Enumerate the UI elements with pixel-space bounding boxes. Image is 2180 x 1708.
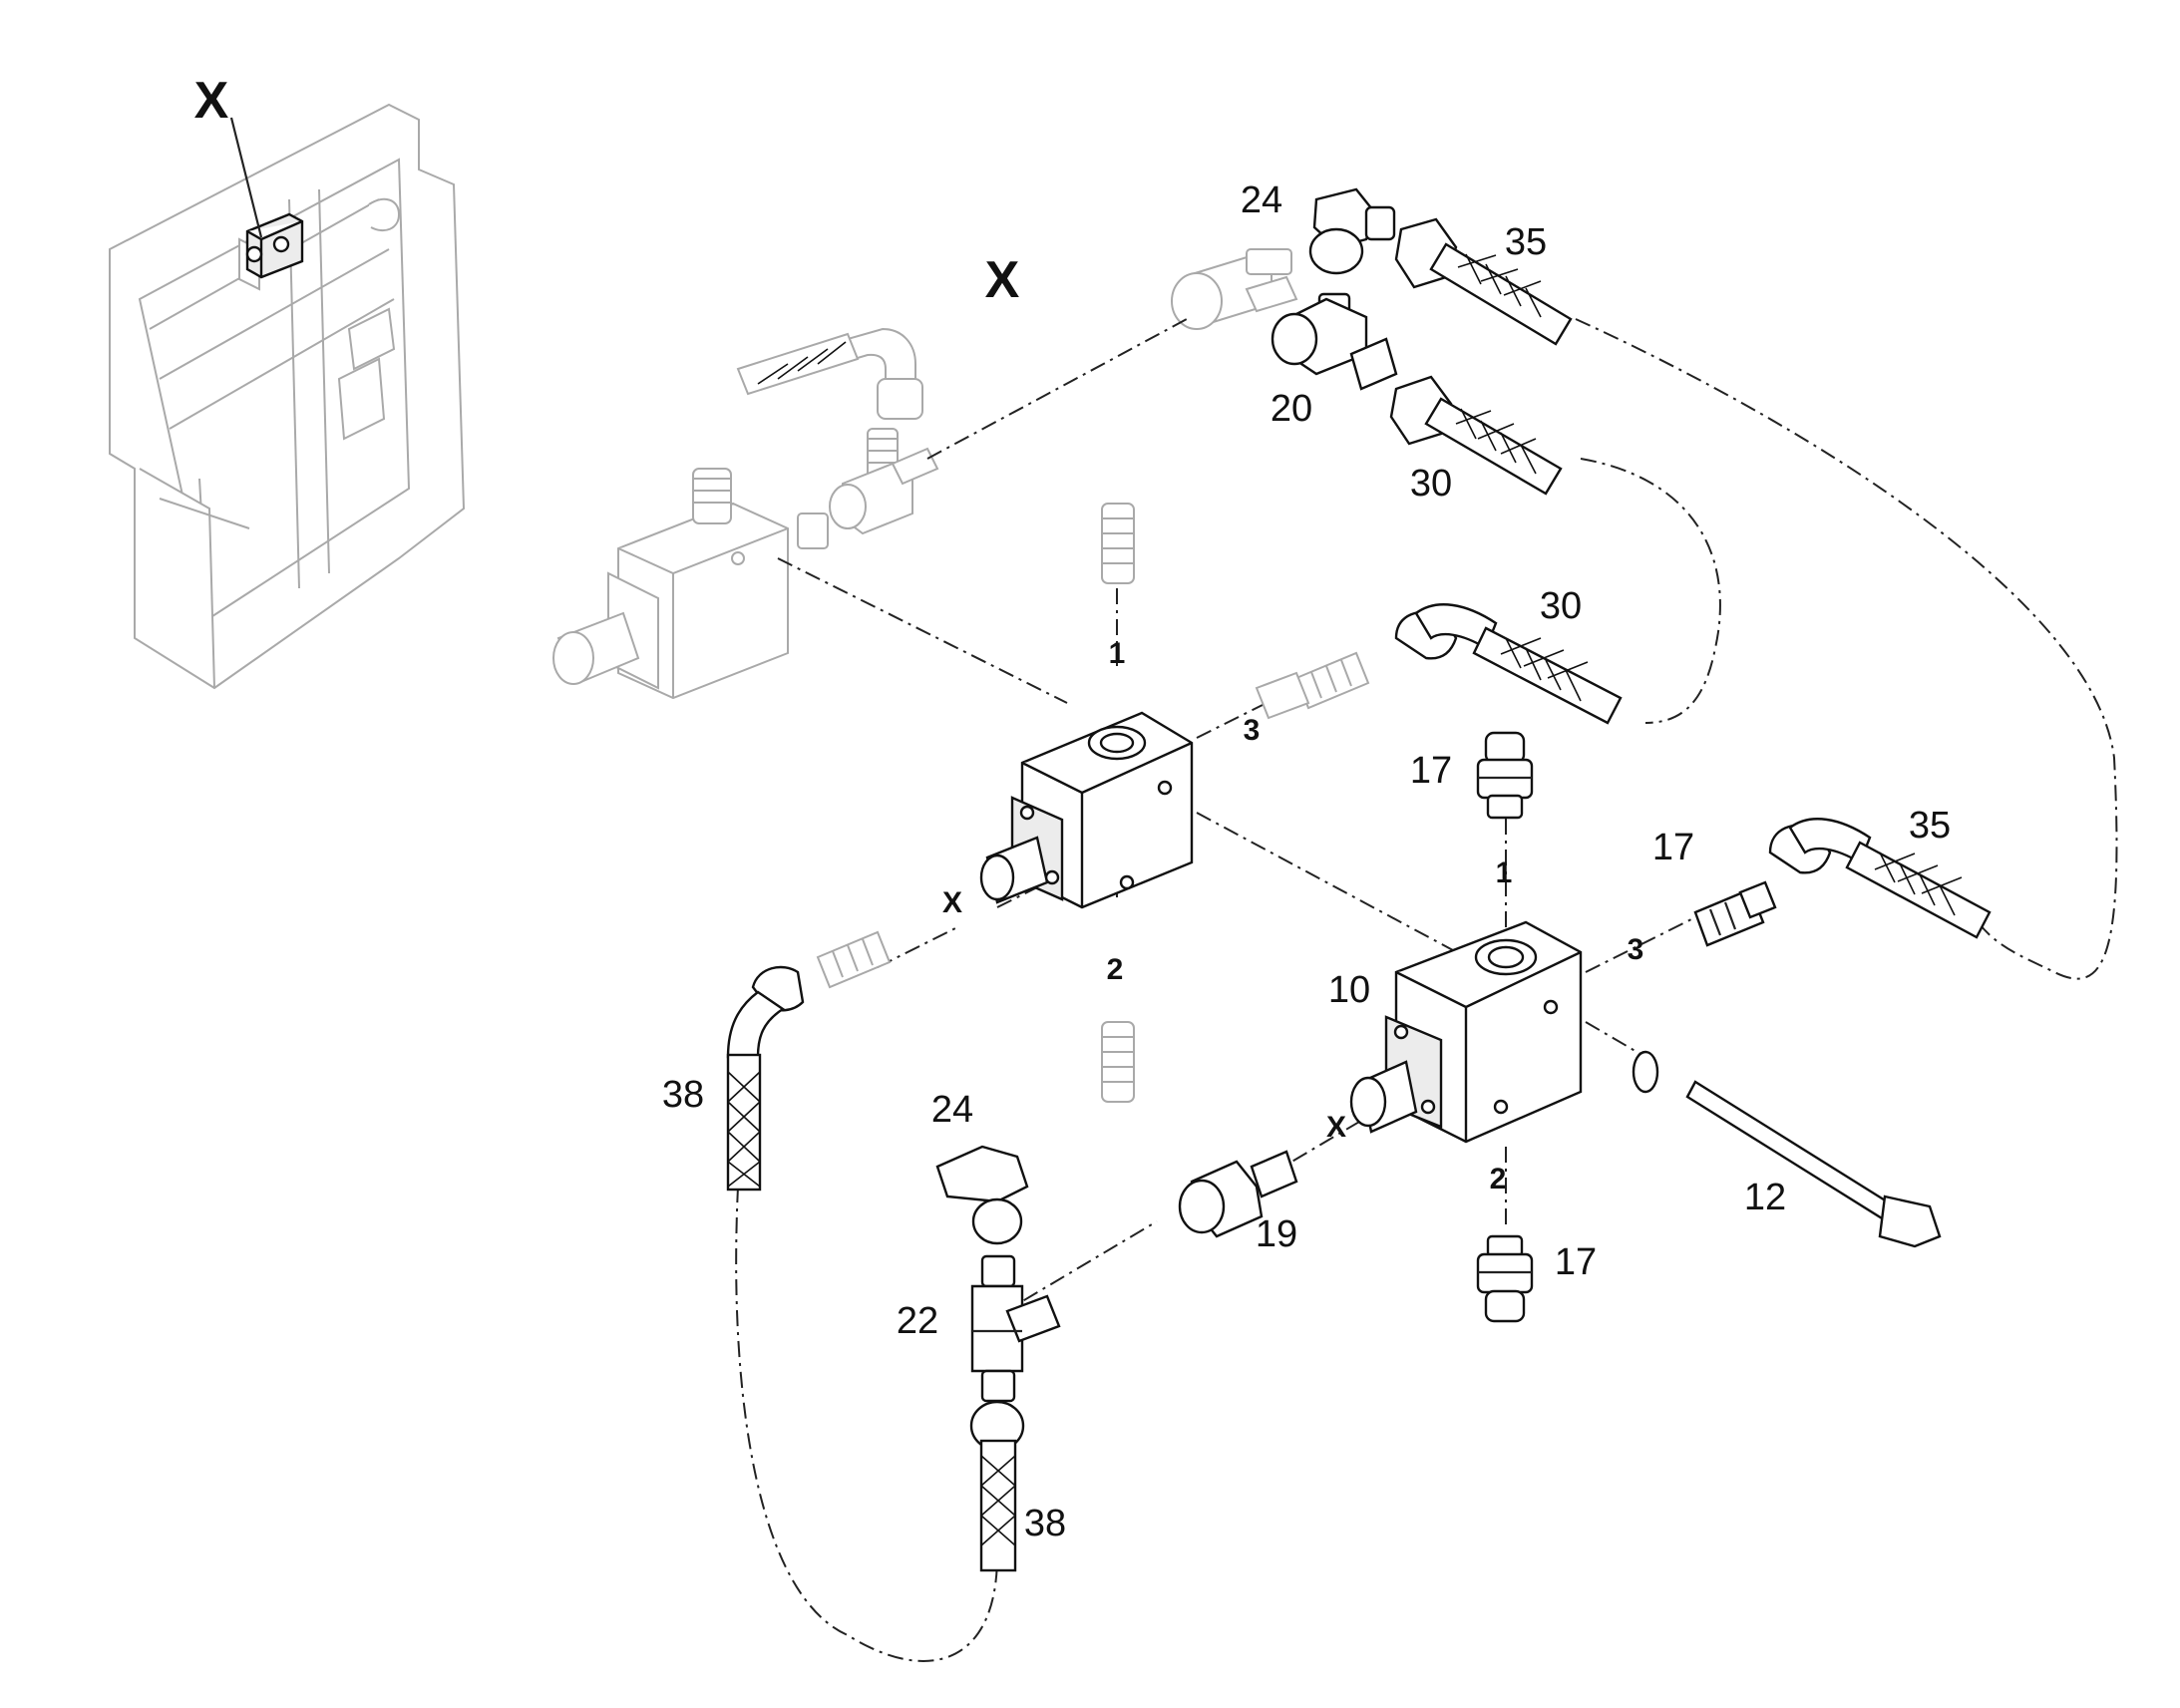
- hose-part-35-right: [1768, 818, 1992, 939]
- part-label-24-top: 24: [1241, 179, 1282, 221]
- elbow-fitting-part-24-bottom: [935, 1145, 1029, 1245]
- port-label-x-right: X: [1326, 1111, 1346, 1144]
- port-label-1-right: 1: [1496, 856, 1513, 889]
- part-label-20: 20: [1271, 388, 1312, 430]
- marked-valve-location-icon: [245, 212, 304, 279]
- part-label-30-top: 30: [1410, 463, 1452, 505]
- hose-part-30-top: [1389, 375, 1563, 496]
- port-label-3-right: 3: [1628, 933, 1644, 966]
- nipple-fitting-mid-bottom: [1101, 1021, 1135, 1103]
- port-label-3-middle: 3: [1244, 714, 1261, 747]
- part-label-17-right: 17: [1652, 827, 1694, 868]
- bolt-part-12: [1632, 1050, 1942, 1248]
- part-label-38-bottom: 38: [1024, 1503, 1066, 1544]
- elbow-fitting-mid-3: [1255, 671, 1310, 720]
- nipple-fitting-part-17-top: [1476, 731, 1534, 820]
- hose-part-38-left: [726, 965, 805, 1192]
- nipple-fitting-mid-x: [816, 930, 892, 989]
- machine-frame-thumbnail: X: [109, 72, 466, 690]
- port-label-2-middle: 2: [1107, 953, 1124, 986]
- hose-part-30-mid: [1394, 603, 1623, 725]
- nipple-fittings: [816, 503, 1777, 1323]
- ghost-valve-assembly: [552, 248, 1298, 700]
- connection-lines: [735, 318, 2118, 1662]
- part-number-labels: 24 35 20 30 30 17 17 35 10 38 24 19 22 3…: [662, 179, 1951, 1544]
- part-label-35-right: 35: [1909, 805, 1951, 847]
- valve-block-part-10: 1 2 3 X: [1326, 856, 1643, 1196]
- tee-fitting-part-20: [1271, 292, 1398, 391]
- part-label-19: 19: [1256, 1213, 1297, 1255]
- part-label-17-bottom: 17: [1555, 1241, 1597, 1283]
- part-label-24-bottom: 24: [931, 1089, 973, 1131]
- port-label-x-middle: X: [942, 886, 962, 919]
- nipple-fitting-part-17-bottom: [1476, 1234, 1534, 1323]
- elbow-fitting-part-24-top: [1308, 187, 1396, 275]
- tee-fitting-part-22: [970, 1254, 1061, 1403]
- part-label-35-top: 35: [1505, 221, 1547, 263]
- part-label-30-mid: 30: [1540, 585, 1582, 627]
- part-label-17-mid: 17: [1410, 750, 1452, 792]
- nipple-fitting-part-17-side: [1693, 880, 1777, 947]
- valve-block-middle: 1 2 3 X: [942, 637, 1260, 986]
- adapter-fitting-part-19: [1178, 1150, 1298, 1238]
- hose-part-38-bottom: [969, 1400, 1025, 1572]
- port-label-1-middle: 1: [1109, 637, 1126, 670]
- part-label-38-left: 38: [662, 1074, 704, 1116]
- part-label-12: 12: [1744, 1177, 1786, 1218]
- nipple-fitting-mid-top: [1101, 503, 1135, 584]
- thumbnail-leader-line: [229, 117, 263, 238]
- view-marker-x-detail: X: [985, 251, 1020, 309]
- port-label-2-right: 2: [1490, 1163, 1507, 1196]
- view-marker-x-thumbnail: X: [194, 72, 229, 130]
- hose-part-35-top: [1394, 217, 1573, 346]
- part-label-22: 22: [897, 1300, 938, 1342]
- part-label-10: 10: [1328, 969, 1370, 1011]
